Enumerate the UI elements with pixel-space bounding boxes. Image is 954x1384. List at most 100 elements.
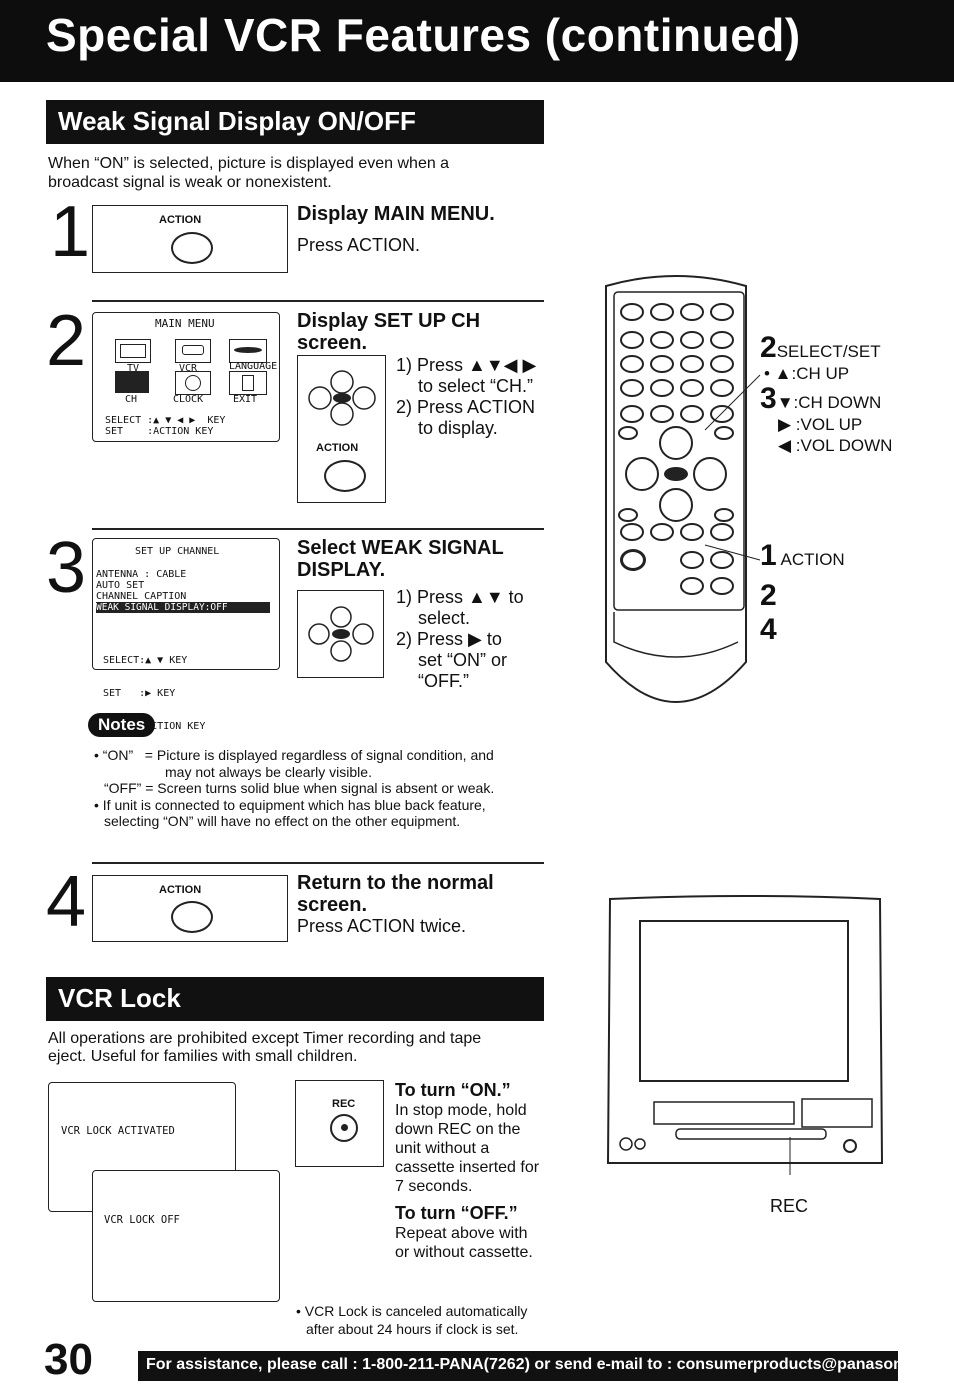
note-line: may not always be clearly visible. bbox=[165, 763, 372, 780]
cm-button-icon bbox=[710, 551, 734, 569]
icon-label-ch: CH bbox=[125, 394, 138, 405]
osd-line: SET :▶ KEY bbox=[103, 688, 176, 699]
remote-button-grid bbox=[618, 297, 740, 607]
step3-title-line: Select WEAK SIGNAL bbox=[297, 537, 504, 559]
note-line: selecting “ON” will have no effect on th… bbox=[104, 813, 461, 829]
divider bbox=[92, 862, 544, 864]
callout-step-2b: 2 bbox=[760, 579, 777, 612]
digit-button-icon bbox=[710, 379, 734, 397]
section-heading-vcr-lock: VCR Lock bbox=[46, 977, 544, 1021]
instruction-line: 1) Press ▲▼◀ ▶ bbox=[396, 355, 537, 375]
callout-ch-up: • ▲:CH UP bbox=[764, 364, 850, 383]
osd-line: AUTO SET bbox=[96, 580, 145, 591]
turn-off-line: or without cassette. bbox=[395, 1244, 533, 1261]
step2-instructions: 1) Press ▲▼◀ ▶ to select “CH.” 2) Press … bbox=[396, 355, 536, 439]
tv-rec-label: REC bbox=[770, 1196, 809, 1216]
rec-label: REC bbox=[332, 1098, 356, 1110]
remote-button-icon bbox=[650, 303, 674, 321]
instruction-line: to select “CH.” bbox=[418, 376, 534, 396]
osd-line: SELECT:▲ ▼ KEY bbox=[103, 655, 188, 666]
callout-action: ACTION bbox=[780, 550, 845, 569]
tv-vcr-illustration bbox=[606, 895, 884, 1175]
callout-select-set: SELECT/SET bbox=[776, 342, 881, 361]
setup-channel-osd: SET UP CHANNEL ANTENNA : CABLE AUTO SET … bbox=[92, 538, 280, 732]
counter-button-icon bbox=[620, 379, 644, 397]
digit-button-icon bbox=[650, 355, 674, 373]
turn-on-line: cassette inserted for bbox=[395, 1159, 540, 1176]
footer-assist-text: For assistance, please call : 1-800-211-… bbox=[146, 1356, 954, 1373]
osd-select-line: SELECT :▲ ▼ ◀ ▶ KEY bbox=[105, 415, 226, 426]
step2-title: Display SET UP CH screen. bbox=[297, 310, 480, 354]
callout-step-1: 1 bbox=[760, 539, 777, 572]
digit-button-icon bbox=[680, 355, 704, 373]
callout-vol-up: ▶ :VOL UP bbox=[778, 415, 863, 434]
footer-assist-bar: For assistance, please call : 1-800-211-… bbox=[138, 1351, 954, 1381]
notes-text: • “ON” = Picture is displayed regardless… bbox=[94, 747, 494, 830]
page-title: Special VCR Features (continued) bbox=[46, 9, 801, 61]
intro-line: When “ON” is selected, picture is displa… bbox=[48, 155, 450, 172]
osd-set-line: SET :ACTION KEY bbox=[105, 426, 214, 437]
divider bbox=[92, 528, 544, 530]
rec-button-icon bbox=[330, 1114, 358, 1142]
step-number-3: 3 bbox=[46, 528, 87, 608]
step2-title-line: Display SET UP CH bbox=[297, 310, 481, 332]
sleep-button-icon bbox=[710, 303, 734, 321]
action-button-panel: ACTION bbox=[92, 875, 288, 942]
osd-line: ANTENNA : CABLE bbox=[96, 569, 187, 580]
action-label: ACTION bbox=[159, 214, 202, 226]
section-heading-text: Weak Signal Display ON/OFF bbox=[58, 106, 416, 136]
notes-badge: Notes bbox=[88, 713, 156, 737]
digit-button-icon bbox=[650, 405, 674, 423]
instruction-line: 2) Press ACTION bbox=[396, 397, 536, 417]
note-line: • “ON” = Picture is displayed regardless… bbox=[94, 747, 494, 763]
step-number-4: 4 bbox=[46, 862, 87, 942]
instruction-line: “OFF.” bbox=[418, 671, 469, 691]
rew-button-icon bbox=[650, 523, 674, 541]
section-heading-weak-signal: Weak Signal Display ON/OFF bbox=[46, 100, 544, 144]
callout-vol-down: ◀ :VOL DOWN bbox=[778, 436, 893, 455]
leader-lines bbox=[704, 374, 761, 561]
osd-lines: ANTENNA : CABLE AUTO SET CHANNEL CAPTION… bbox=[96, 569, 270, 613]
intro-line: All operations are prohibited except Tim… bbox=[48, 1030, 482, 1047]
digit-button-icon bbox=[680, 331, 704, 349]
callout-ch-down: ▼:CH DOWN bbox=[776, 393, 882, 412]
joystick-icon bbox=[308, 370, 376, 426]
action-button-icon bbox=[171, 901, 213, 933]
tv-icon bbox=[115, 339, 151, 363]
icon-label-language: LANGUAGE bbox=[229, 361, 278, 372]
ch-icon-selected bbox=[115, 371, 149, 393]
power-button-icon bbox=[620, 303, 644, 321]
step1-text: Press ACTION. bbox=[297, 235, 421, 255]
action-button-icon bbox=[171, 232, 213, 264]
remote-callouts-top: 2SELECT/SET • ▲:CH UP 3▼:CH DOWN ▶ :VOL … bbox=[760, 333, 892, 456]
step-number-2: 2 bbox=[46, 301, 87, 381]
clock-icon bbox=[175, 371, 211, 395]
section-heading-text: VCR Lock bbox=[58, 983, 181, 1013]
step1-title: Display MAIN MENU. bbox=[297, 203, 495, 225]
remote-callouts-bottom: 1 ACTION 2 4 bbox=[760, 541, 845, 645]
digit-button-icon bbox=[710, 331, 734, 349]
note-line: • VCR Lock is canceled automatically bbox=[296, 1303, 528, 1319]
tape-position-button-icon bbox=[620, 355, 644, 373]
pause-button-icon bbox=[680, 551, 704, 569]
joystick-action-panel: ACTION bbox=[297, 355, 386, 503]
callout-step-3: 3 bbox=[760, 382, 777, 415]
joystick-panel bbox=[297, 590, 384, 678]
mute-button-icon bbox=[680, 303, 704, 321]
page-number: 30 bbox=[44, 1335, 93, 1384]
vcr-lock-instructions: To turn “ON.” In stop mode, hold down RE… bbox=[395, 1079, 539, 1262]
speed-button-icon bbox=[710, 577, 734, 595]
step4-title: Return to the normal screen. bbox=[297, 872, 494, 916]
exit-icon bbox=[229, 371, 267, 395]
turn-on-line: In stop mode, hold bbox=[395, 1102, 527, 1119]
step4-title-line: screen. bbox=[297, 894, 368, 916]
divider bbox=[92, 300, 544, 302]
instruction-line: to display. bbox=[418, 418, 498, 438]
add-dlt-button-icon bbox=[710, 405, 734, 423]
display-button-icon bbox=[620, 331, 644, 349]
turn-on-line: unit without a bbox=[395, 1140, 490, 1157]
instruction-line: 2) Press ▶ to bbox=[396, 629, 502, 649]
instruction-line: select. bbox=[418, 608, 471, 628]
note-line: • If unit is connected to equipment whic… bbox=[94, 796, 486, 813]
callout-step-2: 2 bbox=[760, 331, 777, 364]
